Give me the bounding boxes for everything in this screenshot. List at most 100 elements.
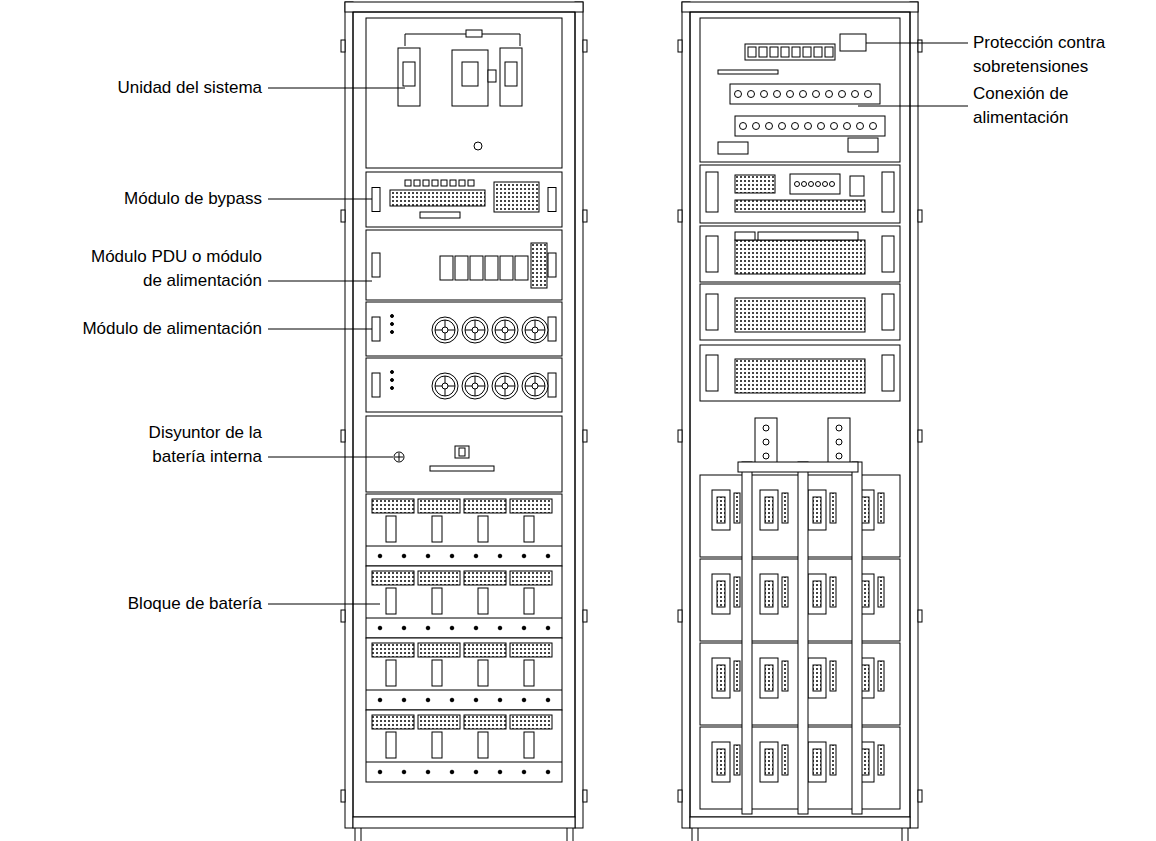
terminal	[814, 47, 822, 57]
hinge-mark	[918, 40, 922, 52]
battery-connector	[760, 658, 778, 698]
battery-handle	[478, 732, 488, 758]
callout-label-box: Módulo de alimentación	[62, 317, 262, 341]
cabinet-leg	[692, 828, 693, 841]
terminal	[441, 180, 447, 186]
fan-ring	[522, 373, 548, 399]
connector-pins	[830, 577, 836, 607]
terminal-row	[735, 116, 885, 136]
battery-block	[366, 566, 562, 638]
terminal-screw	[823, 182, 828, 187]
leader-line	[268, 457, 393, 458]
hinge-mark	[583, 430, 587, 442]
battery-connector	[760, 574, 778, 614]
terminal-screw	[836, 439, 842, 445]
vent-grid	[418, 715, 460, 729]
fan-hub	[442, 327, 448, 333]
battery-screw	[474, 554, 478, 558]
rear-connector	[882, 355, 894, 391]
cabinet-leg	[698, 828, 699, 841]
pdu-breaker	[500, 256, 513, 280]
vent-grid	[418, 499, 460, 513]
connector-pins	[813, 665, 821, 691]
bus-bar	[742, 462, 752, 814]
cabinet-body	[353, 12, 575, 817]
vent-grid	[372, 643, 414, 657]
battery-screw	[378, 554, 382, 558]
battery-block	[366, 638, 562, 710]
battery-screw	[474, 770, 478, 774]
terminal-screw	[753, 123, 760, 130]
battery-screw	[426, 554, 430, 558]
indicator-dot	[391, 323, 394, 326]
leader-line	[268, 281, 372, 282]
battery-breaker-panel	[366, 416, 562, 492]
cabinet-plinth	[690, 817, 910, 828]
terminal-row	[730, 84, 880, 104]
hinge-mark	[918, 610, 922, 622]
battery-rail	[366, 762, 562, 763]
connector-pins	[878, 577, 884, 607]
terminal	[792, 47, 800, 57]
cabinet-leg	[908, 828, 909, 841]
battery-breaker-lever	[459, 448, 465, 456]
connector-pins	[878, 745, 884, 775]
battery-connector	[712, 490, 730, 530]
terminal-screw	[805, 123, 812, 130]
terminal-screw	[774, 91, 781, 98]
fan-hub	[532, 383, 538, 389]
fan-guard	[525, 320, 545, 340]
pdu-breaker	[440, 256, 453, 280]
breaker-lock	[488, 70, 496, 82]
battery-rail	[366, 546, 562, 547]
battery-connector	[808, 658, 826, 698]
battery-terminal-plate	[828, 418, 850, 468]
connector-pins	[782, 577, 788, 607]
battery-screw	[450, 554, 454, 558]
connector-pins	[765, 665, 773, 691]
vent-grid	[510, 643, 552, 657]
connector-pins	[734, 493, 740, 523]
terminal-screw	[763, 453, 769, 459]
terminal-screw	[830, 182, 835, 187]
battery-connector	[760, 742, 778, 782]
battery-screw	[402, 626, 406, 630]
callout-label-box: Protección contra sobretensiones	[973, 31, 1143, 79]
battery-handle	[386, 516, 396, 542]
battery-terminal-plate	[755, 418, 777, 468]
vent-grid	[418, 571, 460, 585]
terminal-screw	[748, 91, 755, 98]
screw-slot	[399, 453, 400, 461]
terminal-row	[745, 44, 835, 60]
fan-hub	[472, 383, 478, 389]
breaker-lever	[403, 62, 415, 86]
terminal-screw	[826, 91, 833, 98]
terminal-block	[790, 174, 840, 194]
connector-pins	[813, 749, 821, 775]
connector-pins	[765, 497, 773, 523]
battery-handle	[432, 516, 442, 542]
battery-screw	[426, 770, 430, 774]
battery-handle	[478, 660, 488, 686]
earth-symbol	[474, 142, 482, 150]
terminal-screw	[818, 123, 825, 130]
module-handle	[548, 253, 556, 277]
battery-screw	[546, 554, 550, 558]
module-handle	[548, 188, 556, 212]
connector-pins	[717, 581, 725, 607]
pdu-module	[366, 230, 562, 300]
mimic-line	[405, 34, 406, 46]
connector-pins	[765, 749, 773, 775]
connector-pins	[717, 749, 725, 775]
module-handle	[372, 317, 380, 341]
battery-screw	[450, 626, 454, 630]
vent-grid	[372, 571, 414, 585]
cable-gland	[848, 138, 878, 152]
battery-screw	[498, 698, 502, 702]
cabinet-body	[690, 12, 910, 817]
connector-pins	[734, 745, 740, 775]
terminal-screw	[816, 182, 821, 187]
terminal	[459, 180, 465, 186]
battery-screw	[402, 698, 406, 702]
battery-block	[366, 710, 562, 782]
